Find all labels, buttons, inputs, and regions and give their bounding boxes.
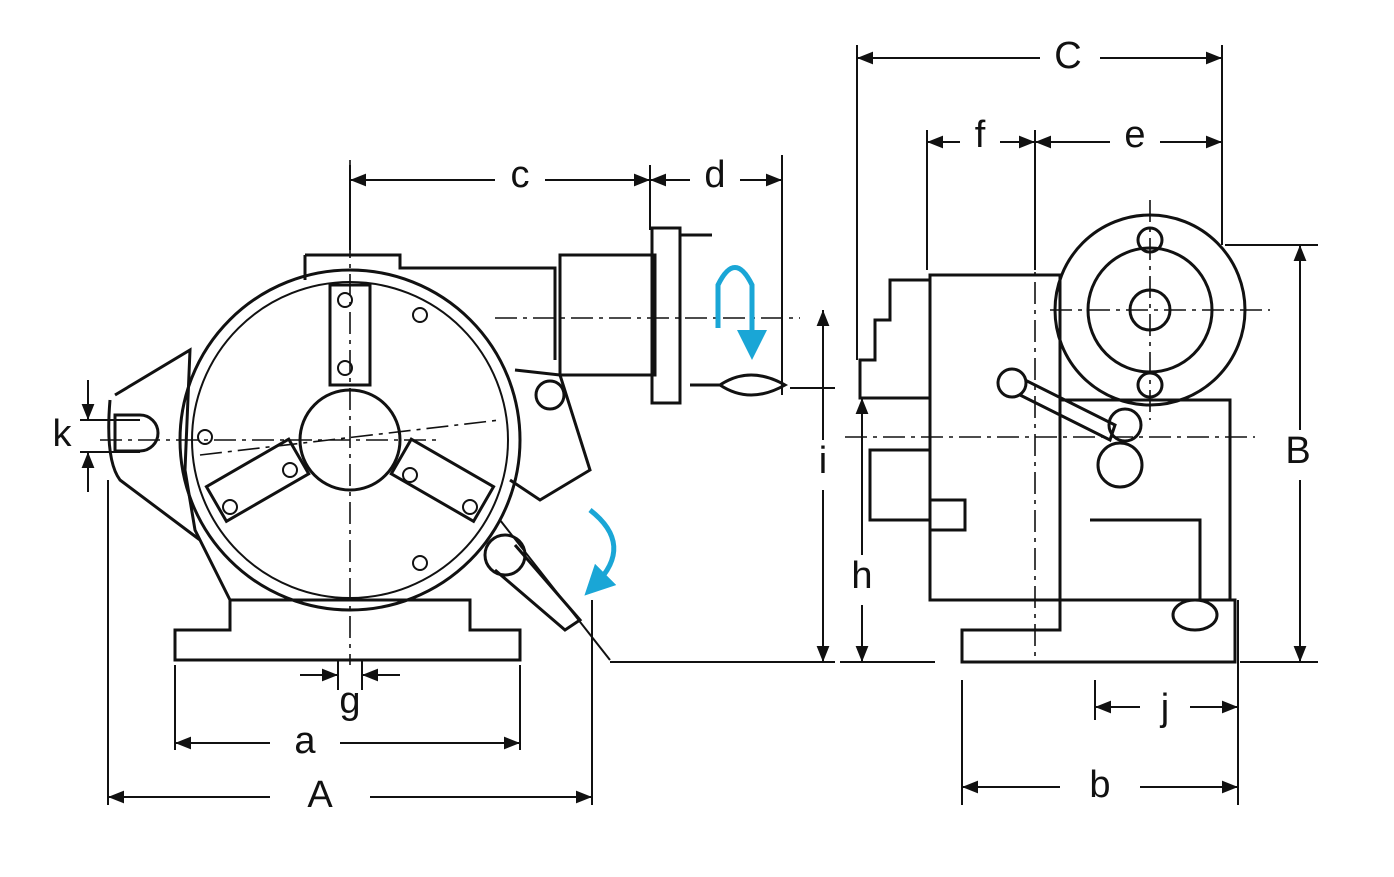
dimension-label-j: j — [1160, 687, 1169, 729]
dimension-label-f: f — [975, 114, 986, 156]
side-view — [845, 130, 1270, 664]
dimension-lines — [80, 45, 1318, 805]
dimension-label-A: A — [307, 774, 333, 816]
dimension-label-b: b — [1089, 764, 1110, 806]
rotation-arrow-icon — [584, 508, 617, 596]
rotation-arrow-icon — [715, 265, 767, 360]
dimension-label-d: d — [704, 154, 725, 196]
dimension-label-a: a — [294, 720, 316, 762]
dimension-label-i: i — [819, 440, 827, 482]
dimension-label-h: h — [851, 555, 872, 597]
dimension-label-B: B — [1285, 430, 1310, 472]
dimension-label-g: g — [339, 680, 360, 722]
dimension-label-k: k — [53, 413, 73, 455]
dimension-label-C: C — [1054, 35, 1081, 77]
dimension-label-c: c — [511, 154, 530, 196]
dimension-label-e: e — [1124, 114, 1145, 156]
front-view — [100, 160, 800, 665]
